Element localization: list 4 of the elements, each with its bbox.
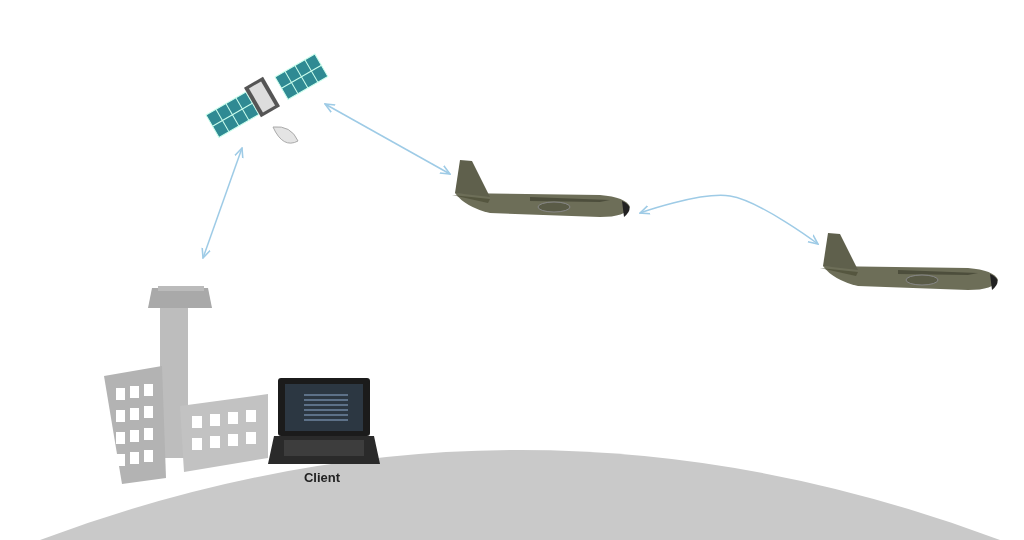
connector-arrow (201, 147, 244, 259)
connector-arrow (639, 194, 819, 245)
connector-arrow (324, 103, 451, 175)
device-caption: Client (302, 470, 342, 485)
